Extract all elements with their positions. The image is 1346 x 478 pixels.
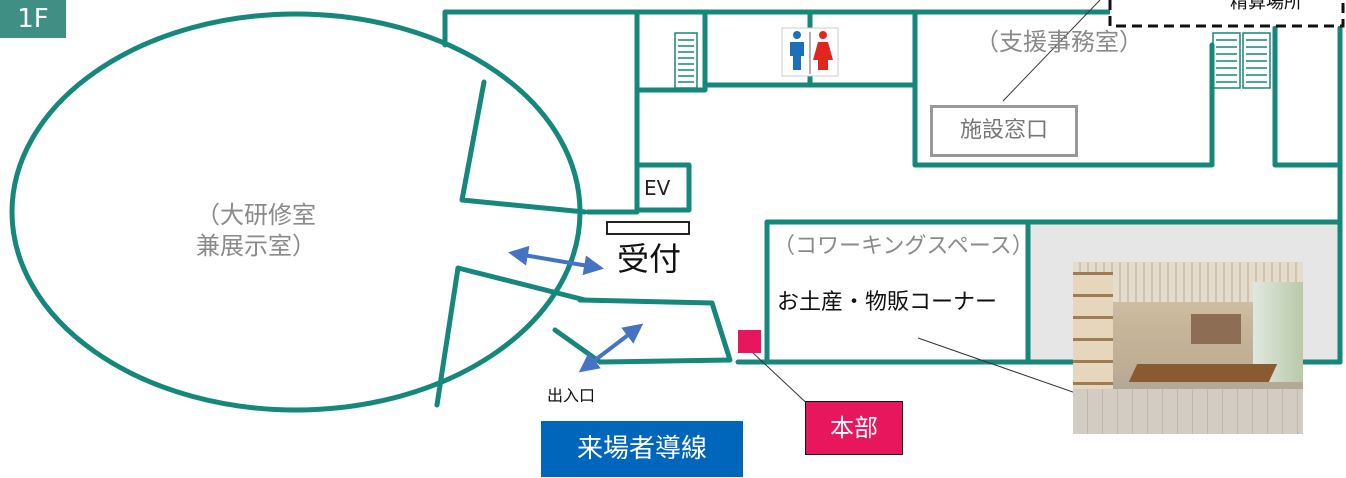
flow-arrow-reception (508, 245, 604, 276)
coworking-photo (1073, 262, 1303, 434)
floor-badge: 1F (0, 0, 66, 38)
payment-area-box (1108, 0, 1345, 28)
large-room-label-line2: 兼展示室） (196, 232, 316, 260)
headquarters-leader-line (751, 351, 815, 411)
payment-area-label: 精算場所 (1230, 0, 1302, 13)
support-office-wall (912, 9, 1215, 168)
headquarters-label: 本部 (805, 401, 903, 455)
building-outline (442, 9, 640, 215)
visitor-flow-label: 来場者導線 (541, 421, 743, 477)
payment-leader-line (1002, 0, 1101, 102)
flow-arrow-entrance (578, 323, 644, 373)
reception-label: 受付 (617, 240, 682, 278)
facility-window-label: 施設窓口 (930, 105, 1078, 157)
shop-corner-label: お土産・物販コーナー (777, 290, 998, 315)
headquarters-marker (738, 330, 761, 353)
stairs-icon (1212, 32, 1271, 89)
coworking-wall (764, 219, 1343, 365)
large-room-label-line1: （大研修室 (196, 201, 316, 229)
entrance-corridor (552, 297, 733, 365)
ev-box (634, 162, 692, 213)
support-office-label: （支援事務室） (975, 28, 1143, 56)
large-room-wedge-bottom (434, 265, 588, 408)
large-room-wedge-top (459, 79, 588, 215)
right-small-room (1272, 25, 1343, 168)
coworking-label: （コワーキングスペース） (773, 234, 1034, 259)
stairs-icon (674, 32, 698, 89)
restroom-icon (781, 27, 839, 77)
restroom-wall (634, 9, 918, 93)
photo-leader-line (917, 337, 1091, 399)
reception-counter (606, 221, 690, 235)
entrance-label: 出入口 (547, 386, 596, 405)
ev-label: EV (644, 176, 671, 200)
